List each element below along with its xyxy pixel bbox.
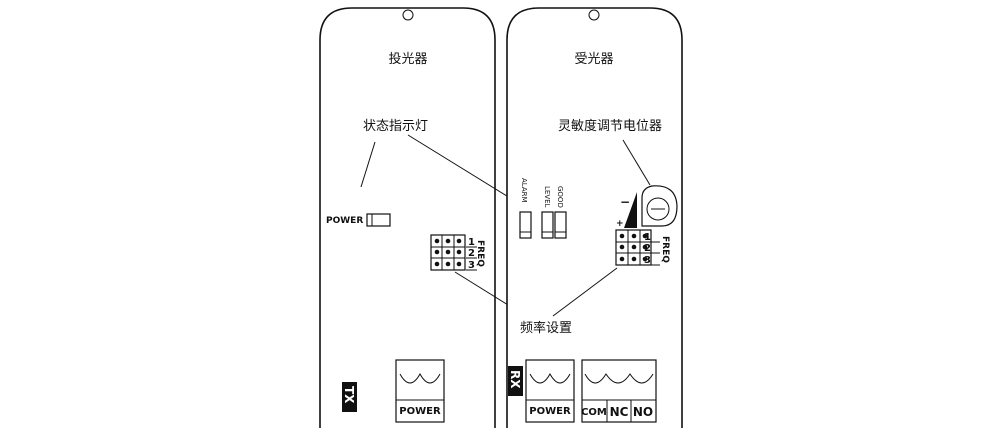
rx-power-terminal-screw-arc (529, 372, 571, 384)
rx-potentiometer (641, 185, 678, 227)
rx-terminal-nc-label: NC (610, 405, 629, 419)
rx-pot-leader-line (622, 139, 651, 186)
rx-mounting-hole (588, 9, 600, 21)
rx-sensitivity-ramp-icon (624, 192, 637, 228)
tx-freq-number-1: 1 (468, 237, 475, 248)
rx-freq-pin (642, 233, 648, 239)
rx-relay-terminal: COM NC NO (581, 359, 657, 423)
tx-terminal-label: POWER (399, 406, 441, 417)
tx-unit-badge (342, 382, 357, 412)
rx-freq-number-1: 1 (644, 232, 651, 243)
tx-terminal-body (395, 359, 445, 423)
rx-freq-pin (631, 256, 637, 262)
rx-panel-outline (506, 7, 683, 428)
rx-freq-number-3: 3 (644, 255, 651, 266)
tx-freq-pin (434, 261, 440, 267)
tx-power-terminal: POWER (395, 359, 445, 423)
rx-freq-pin (619, 244, 625, 250)
rx-good-label: GOOD (556, 186, 564, 208)
tx-terminal-screw-arc (399, 372, 441, 384)
rx-plus-sign: + (616, 219, 624, 229)
tx-indicator-leader-line (360, 141, 376, 188)
rx-power-terminal-body (525, 359, 575, 423)
rx-title: 受光器 (574, 52, 613, 67)
freq-setting-label: 频率设置 (520, 320, 572, 336)
rx-level-led (541, 211, 554, 239)
rx-good-led (554, 211, 567, 239)
tx-freq-label: FREQ (475, 240, 485, 267)
rx-freq-pin (642, 244, 648, 250)
rx-alarm-led (519, 211, 532, 239)
rx-alarm-label: ALARM (520, 178, 528, 203)
rx-freq-number-2: 2 (644, 243, 651, 254)
rx-terminal-power-label: POWER (529, 406, 571, 417)
tx-freq-jumper-grid: 1 2 3 FREQ (430, 234, 485, 271)
tx-freq-number-3: 3 (468, 260, 475, 271)
tx-panel-outline (319, 7, 496, 428)
tx-freq-pin (434, 238, 440, 244)
rx-unit-badge-label: RX (508, 370, 522, 389)
rx-freq-pin (642, 256, 648, 262)
rx-terminal-no-label: NO (633, 405, 653, 419)
rx-freq-leader-line (552, 267, 618, 317)
rx-potentiometer-knob (646, 197, 670, 221)
rx-freq-jumper-grid: 1 2 3 FREQ (615, 229, 670, 266)
tx-freq-pin (456, 238, 462, 244)
rx-terminal-com-label: COM (581, 407, 607, 418)
rx-power-terminal: POWER (525, 359, 575, 423)
rx-minus-sign: − (620, 195, 630, 209)
tx-panel: 投光器 状态指示灯 POWER 1 2 3 (319, 7, 530, 428)
tx-freq-pin (434, 249, 440, 255)
rx-relay-terminal-body (581, 359, 657, 423)
tx-freq-pin (445, 238, 451, 244)
tx-title: 投光器 (388, 51, 427, 67)
tx-indicator-label: 状态指示灯 (363, 119, 428, 134)
tx-freq-pin (456, 261, 462, 267)
rx-freq-label: FREQ (660, 236, 670, 263)
rx-unit-badge (508, 366, 523, 396)
tx-unit-badge-label: TX (342, 386, 356, 404)
tx-freq-number-2: 2 (468, 248, 475, 259)
tx-freq-pin (445, 249, 451, 255)
tx-freq-pin (445, 261, 451, 267)
rx-panel: 受光器 灵敏度调节电位器 ALARM LEVEL GOOD − + (506, 7, 683, 428)
rx-relay-terminal-screw-arc (584, 373, 654, 384)
rx-freq-pin (619, 233, 625, 239)
tx-freq-pin (456, 249, 462, 255)
rx-level-label: LEVEL (543, 186, 551, 208)
rx-pot-label: 灵敏度调节电位器 (558, 118, 662, 134)
tx-mounting-hole (402, 9, 414, 21)
rx-freq-pin (631, 244, 637, 250)
rx-freq-pin (619, 256, 625, 262)
tx-power-led-label: POWER (326, 216, 363, 226)
tx-power-led (366, 213, 391, 227)
rx-freq-pin (631, 233, 637, 239)
